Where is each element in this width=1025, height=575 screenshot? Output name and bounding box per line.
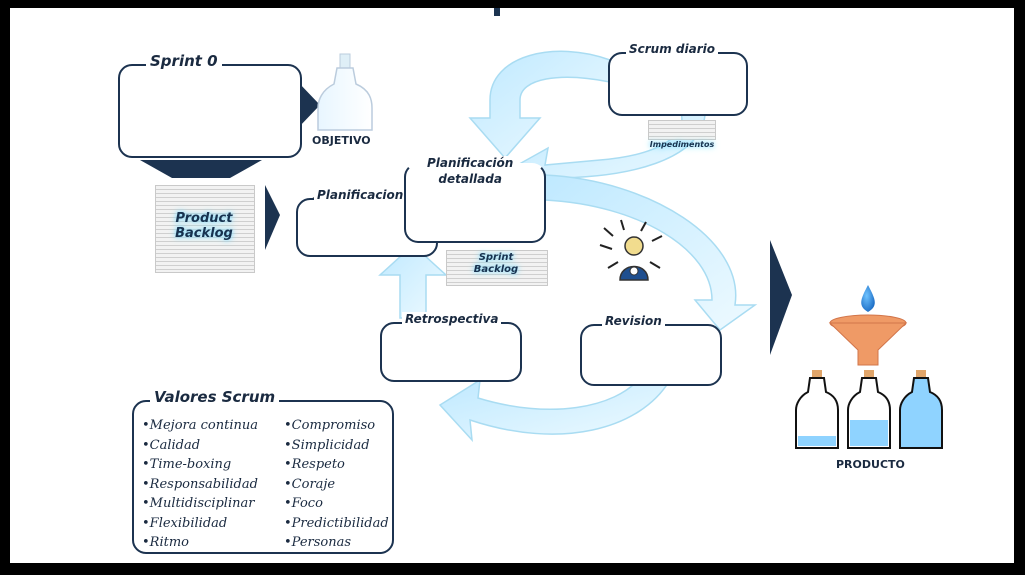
arrow-up-retro	[378, 243, 448, 319]
valor-item-left: •Mejora continua	[142, 418, 258, 433]
valor-item-left: •Ritmo	[142, 535, 189, 550]
scrum-diario-box	[608, 52, 748, 116]
arrow-top-loop	[468, 50, 611, 160]
arrow-backlog-to-planning	[265, 185, 280, 250]
valor-item-left: •Responsabilidad	[142, 476, 258, 492]
valores-scrum-box	[132, 400, 394, 554]
planificacion-detallada-line2: detallada	[438, 171, 502, 186]
valor-item-right: •Foco	[284, 496, 323, 511]
producto-label: PRODUCTO	[836, 458, 905, 471]
sprint0-title: Sprint 0	[146, 52, 222, 70]
product-backlog-label: Product Backlog	[160, 211, 248, 242]
objetivo-bottle	[317, 53, 373, 131]
objetivo-label: OBJETIVO	[312, 134, 371, 147]
valor-item-left: •Flexibilidad	[142, 515, 228, 531]
arrow-sprint0-down	[140, 160, 262, 178]
valor-item-right: •Compromiso	[284, 418, 376, 433]
planificacion-detallada-title: Planificación detallada	[424, 156, 517, 188]
product-backlog-line2: Backlog	[175, 225, 233, 241]
valor-item-left: •Calidad	[142, 437, 201, 453]
impedimentos-doc	[648, 120, 716, 140]
arrow-sprint0-to-objetivo	[298, 82, 320, 128]
product-bottles	[795, 370, 943, 449]
valor-item-right: •Personas	[284, 535, 352, 550]
top-tick-mark	[494, 8, 500, 16]
valor-item-left: •Multidisciplinar	[142, 496, 255, 511]
retrospectiva-title: Retrospectiva	[402, 312, 502, 326]
arrow-bottom-arc	[438, 377, 672, 443]
planificacion-title: Planificacion	[314, 188, 407, 202]
revision-title: Revision	[602, 314, 665, 328]
sprint-backlog-line2: Backlog	[473, 263, 519, 275]
sprint-backlog-label: Sprint Backlog	[452, 252, 540, 275]
impedimentos-label: Impedimentos	[649, 140, 715, 149]
valores-scrum-title: Valores Scrum	[150, 388, 280, 406]
funnel-icon	[828, 314, 908, 366]
bottle-1	[795, 370, 839, 449]
arrow-to-producto	[770, 240, 792, 355]
sprint-backlog-doc	[446, 250, 548, 286]
bottle-2	[847, 370, 891, 449]
valor-item-left: •Time-boxing	[142, 457, 232, 472]
revision-box	[580, 324, 722, 386]
sprint0-box	[118, 64, 302, 158]
drop-icon	[861, 285, 875, 312]
scrum-diario-title: Scrum diario	[626, 42, 718, 56]
product-backlog-line1: Product	[175, 211, 233, 226]
planificacion-detallada-line1: Planificación	[427, 156, 514, 170]
sprint-backlog-line1: Sprint	[478, 252, 514, 263]
retrospectiva-box	[380, 322, 522, 382]
product-backlog-doc	[155, 185, 255, 273]
valor-item-right: •Coraje	[284, 476, 336, 492]
valor-item-right: •Simplicidad	[284, 437, 370, 453]
valor-item-right: •Respeto	[284, 457, 345, 472]
bottle-3	[899, 370, 943, 449]
cycle-arrows	[378, 50, 758, 443]
observer-figure	[599, 219, 663, 281]
valor-item-right: •Predictibilidad	[284, 515, 389, 531]
